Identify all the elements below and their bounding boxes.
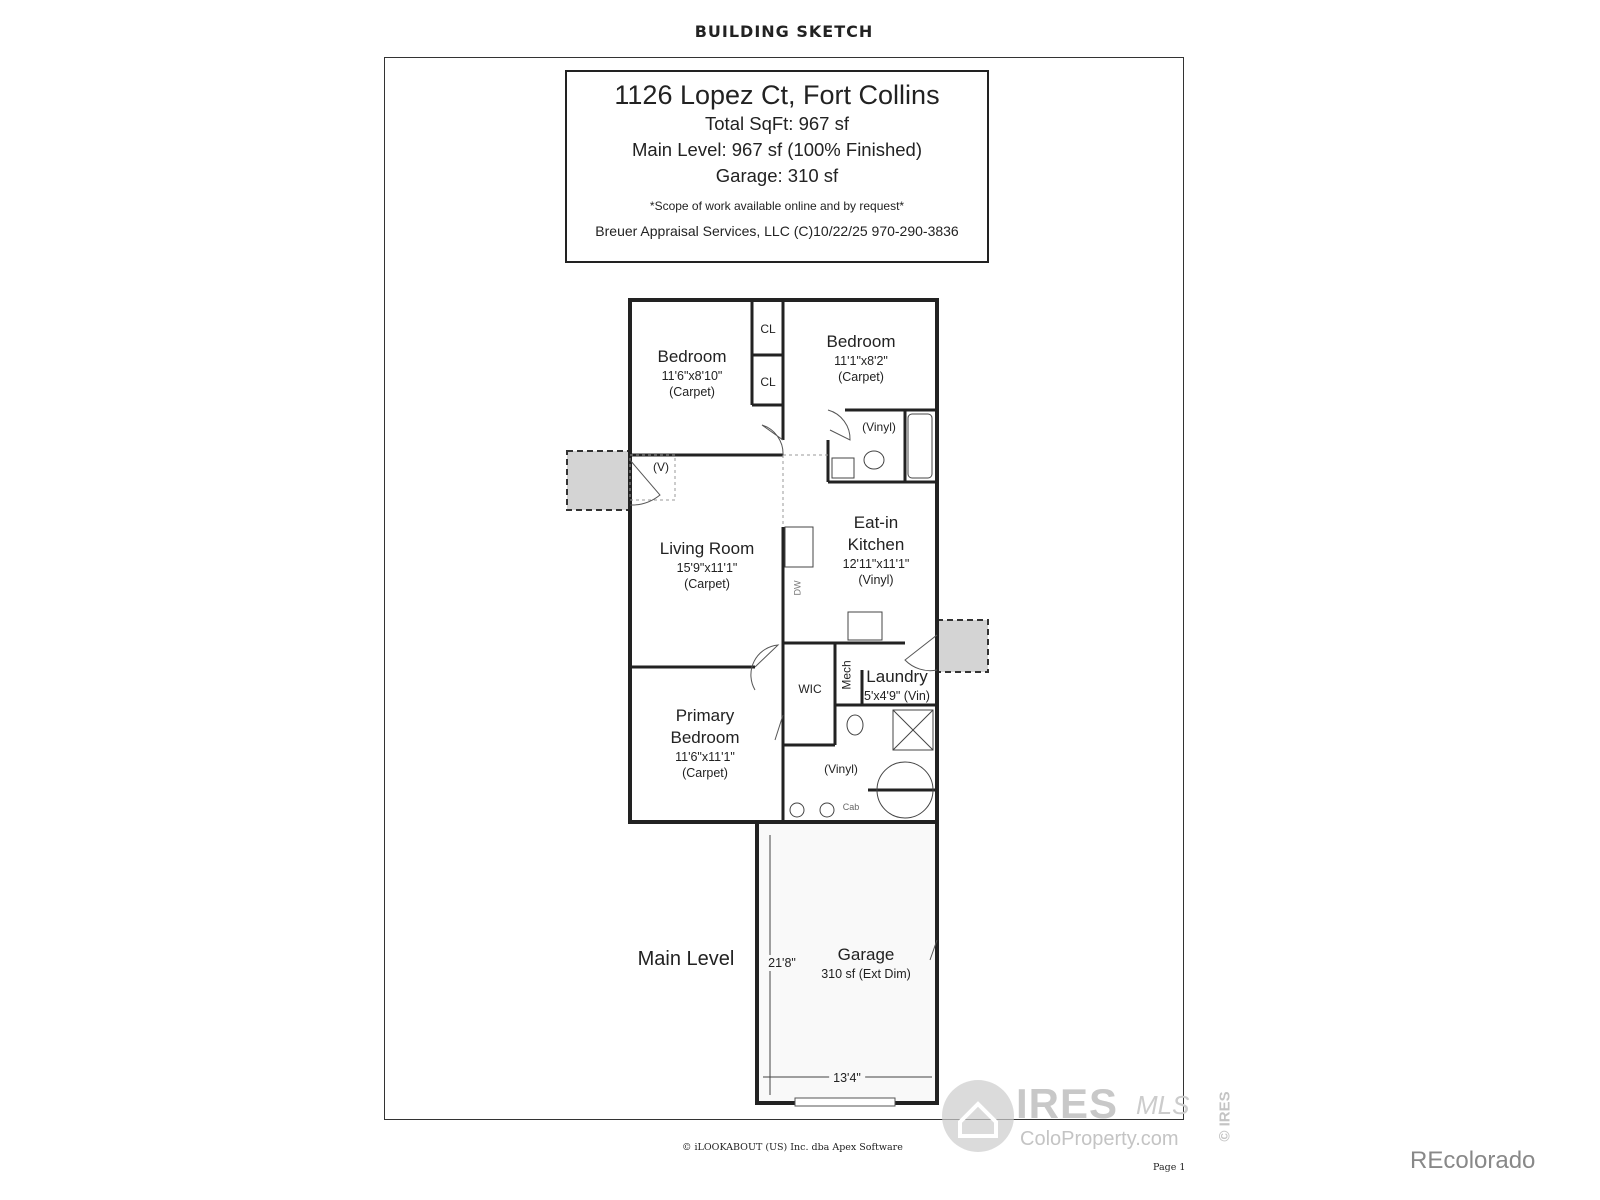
room-name: Kitchen [847, 535, 905, 554]
room-floor: (Vinyl) [858, 573, 894, 587]
room-floor: (Carpet) [684, 577, 730, 591]
room-name: Laundry [866, 667, 928, 686]
sink [789, 802, 805, 818]
scope-note: *Scope of work available online and by r… [649, 199, 905, 213]
bath-2-label: (Vinyl) [824, 762, 858, 776]
garage-label: Garage 310 sf (Ext Dim) [821, 944, 911, 982]
laundry-label: Laundry 5'x4'9" (Vin) [864, 666, 930, 704]
cabinet-label: Cab [842, 802, 860, 812]
sink [819, 802, 835, 818]
coloproperty-text: ColoProperty.com [1020, 1128, 1179, 1150]
page-title: BUILDING SKETCH [694, 22, 874, 41]
room-name: Garage [837, 945, 895, 964]
room-name: Primary [675, 706, 735, 725]
sketch-frame [384, 57, 1184, 1120]
garage-door [794, 1097, 896, 1107]
total-sqft: Total SqFt: 967 sf [705, 113, 849, 134]
door-swings [629, 409, 938, 961]
room-floor: (Carpet) [669, 385, 715, 399]
bedroom-1-label: Bedroom 11'6"x8'10" (Carpet) [658, 346, 727, 400]
corner-tub [876, 761, 934, 819]
garage-sqft: Garage: 310 sf [715, 165, 839, 186]
room-name: Bedroom [657, 347, 727, 366]
info-box: 1126 Lopez Ct, Fort Collins Total SqFt: … [565, 70, 989, 263]
ires-logo-icon [942, 1080, 1014, 1152]
fixtures [784, 413, 934, 819]
level-label: Main Level [637, 948, 735, 970]
bath-1-label: (Vinyl) [862, 420, 896, 434]
ires-text: IRES [1016, 1080, 1119, 1127]
toilet [846, 714, 864, 736]
room-dims: 11'6"x11'1" [675, 750, 735, 764]
room-floor: (Carpet) [838, 370, 884, 384]
closet-1-label: CL [760, 322, 776, 336]
shower [892, 709, 934, 751]
room-dims: 11'6"x8'10" [661, 369, 723, 383]
ires-side-text: © IRES [1216, 1091, 1234, 1142]
room-name: Bedroom [826, 332, 896, 351]
bedroom-2-label: Bedroom 11'1"x8'2" (Carpet) [827, 331, 896, 385]
room-dims: 310 sf (Ext Dim) [821, 967, 911, 981]
room-dims: 12'11"x11'1" [842, 557, 910, 571]
mls-text: MLS [1136, 1090, 1190, 1120]
range [847, 611, 883, 641]
garage-width: 13'4" [829, 1070, 865, 1086]
main-level-sqft: Main Level: 967 sf (100% Finished) [632, 139, 922, 160]
garage-depth: 21'8" [768, 955, 796, 971]
bathtub [907, 413, 933, 479]
room-name: Bedroom [670, 728, 740, 747]
living-room-label: Living Room 15'9"x11'1" (Carpet) [660, 538, 755, 592]
appraiser-credit: Breuer Appraisal Services, LLC (C)10/22/… [595, 223, 959, 239]
room-name: Living Room [659, 539, 755, 558]
primary-bedroom-label: Primary Bedroom 11'6"x11'1" (Carpet) [671, 705, 740, 781]
copyright: © iLOOKABOUT (US) Inc. dba Apex Software [682, 1142, 903, 1153]
ires-watermark: IRES MLS ColoProperty.com © IRES [938, 1078, 1238, 1158]
entry-label: (V) [653, 460, 669, 474]
mech-label: Mech [839, 660, 854, 690]
wic-label: WIC [798, 682, 822, 696]
side-porch [936, 619, 989, 673]
room-dims: 5'x4'9" (Vin) [864, 689, 930, 703]
kitchen-label: Eat-in Kitchen 12'11"x11'1" (Vinyl) [843, 512, 910, 588]
room-name: Eat-in [853, 513, 899, 532]
toilet [863, 450, 885, 470]
room-dims: 11'1"x8'2" [834, 354, 888, 368]
room-dims: 15'9"x11'1" [676, 561, 738, 575]
page-number: Page 1 [1153, 1162, 1186, 1173]
sink [831, 457, 855, 479]
closet-2-label: CL [760, 375, 776, 389]
front-porch [566, 450, 631, 511]
address: 1126 Lopez Ct, Fort Collins [614, 80, 940, 110]
refrigerator [784, 526, 814, 568]
recolorado-brand: REcolorado [1410, 1147, 1536, 1174]
dishwasher-label: DW [792, 580, 803, 596]
room-floor: (Carpet) [682, 766, 728, 780]
